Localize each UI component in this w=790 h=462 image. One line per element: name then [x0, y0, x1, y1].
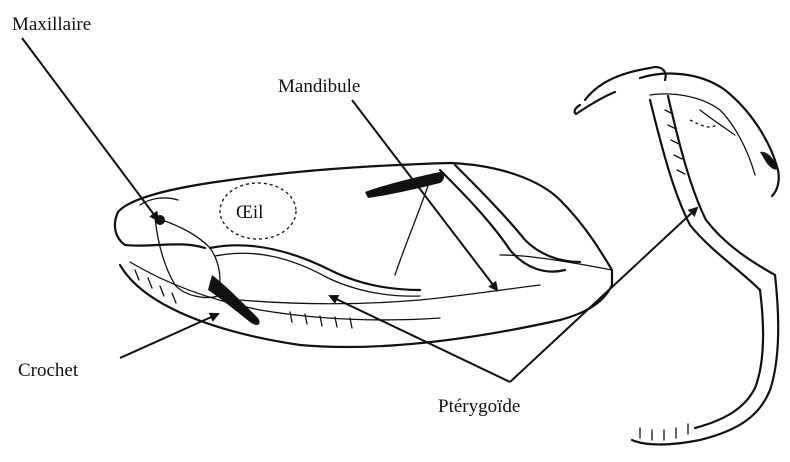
arrow-pterygoide-left [330, 296, 510, 382]
label-mandibule: Mandibule [278, 76, 360, 97]
skull-open [575, 67, 779, 444]
fang [208, 275, 260, 325]
label-pterygoide: Ptérygoïde [438, 396, 520, 417]
label-oeil: Œil [236, 202, 263, 223]
arrow-pterygoide-right [510, 208, 697, 382]
label-crochet: Crochet [18, 360, 79, 381]
label-maxillaire: Maxillaire [12, 14, 91, 35]
arrow-maxillaire [22, 38, 158, 220]
skull-closed [115, 163, 612, 347]
arrow-crochet [120, 314, 218, 358]
dark-mark [365, 172, 444, 198]
